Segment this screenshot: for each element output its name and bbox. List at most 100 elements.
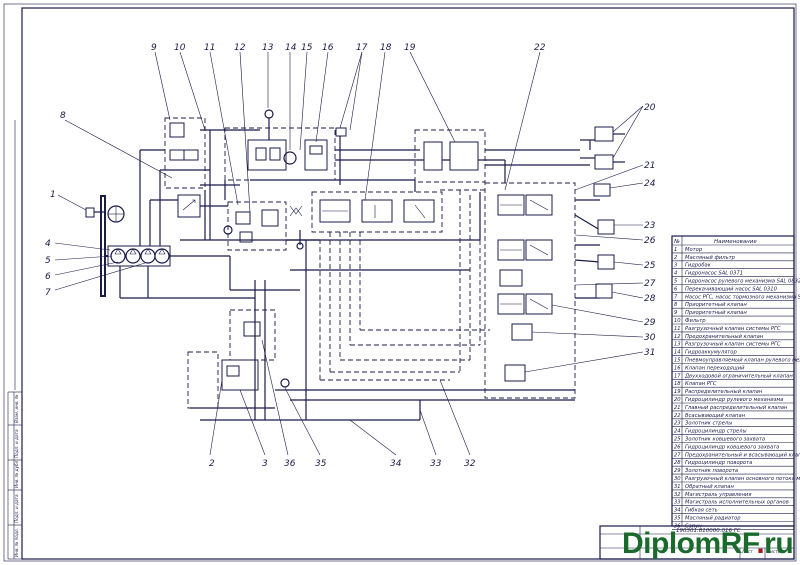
stamp-cell-5: Инв. № подл. [14,528,19,557]
tank-and-cooler [187,240,575,421]
legend-row-name: Масляный радиатор [685,516,741,522]
sheet-label: Лист [741,549,753,554]
rgs-valve-block [305,191,490,420]
legend-row-name: Клапан переходящий [685,365,745,371]
legend-row-num: 30 [674,476,681,482]
legend-row-name: Перекачивающий насос SAL 0310 [685,286,778,292]
callout-30: 30 [644,333,656,343]
leader-lines [54,51,644,456]
legend-row-num: 27 [674,452,681,458]
legend-row-name: Золотник поворота [685,468,738,474]
legend-row-num: 16 [674,365,681,371]
legend-row-num: 13 [674,342,681,348]
legend-row-name: Гидробак [685,263,712,269]
callout-6: 6 [45,272,51,282]
legend-row-num: 5 [674,279,678,285]
legend-col-name: Наименование [714,239,757,245]
callout-35: 35 [315,459,327,469]
legend-row-name: Всасывающий клапан [685,413,746,419]
callout-20: 20 [644,103,656,113]
legend-row-num: 35 [674,516,681,522]
legend-row-name: Пневмоуправляемый клапан рулевого мех. [685,358,800,364]
sheets-label: Листов [766,549,783,554]
title-block: 190301.810000.016 ГС Лист Листов [599,525,795,560]
distribution-valve [414,129,591,183]
callout-13: 13 [262,43,274,53]
steering-cylinders [580,126,625,170]
callout-32: 32 [464,459,476,469]
callout-19: 19 [404,43,416,53]
callout-4: 4 [45,239,51,249]
callout-11: 11 [204,43,215,53]
legend-row-num: 12 [674,334,681,340]
legend-row-name: Фильтр [685,318,706,324]
legend-row-name: Насос РГС, насос тормозного механизма SA… [685,294,800,300]
legend-row-num: 19 [674,389,681,395]
legend-row-num: 26 [674,444,681,450]
legend-row-name: Разгрузочный клапан системы РГС [685,342,781,348]
callout-1: 1 [50,190,56,200]
legend-row-num: 3 [674,263,677,269]
callout-17: 17 [356,43,368,53]
legend-row-name: Гидроцилиндр рулевого механизма [685,397,783,403]
legend-row-num: 1 [674,247,677,253]
legend-row-num: 7 [674,294,678,300]
legend-row-name: Гидроцилиндр ковшевого захвата [685,444,779,450]
side-stamp: Взам. инв. № Подп. и дата Инв. № дубл. П… [7,120,23,560]
stamp-cell-2: Подп. и дата [14,429,19,458]
callout-9: 9 [151,43,157,53]
legend-row-num: 23 [674,421,681,427]
legend-row-num: 25 [674,437,681,443]
callout-25: 25 [644,261,656,271]
legend-row-name: Главный распределительный клапан [685,405,788,411]
legend-row-name: Гидронасос рулевого механизма SAL 0832 [685,279,800,285]
callout-14: 14 [285,43,297,53]
callout-18: 18 [380,43,392,53]
priority-valves [139,117,260,246]
trunk-lines [180,179,481,291]
callout-29: 29 [644,318,656,328]
callout-12: 12 [234,43,246,53]
watermark-logo: DiplomRF.ru [622,527,794,560]
legend-row-name: Золотник ковшевого захвата [685,437,765,443]
legend-row-name: Гидроцилиндр стрелы [685,429,747,435]
legend-row-num: 10 [674,318,681,324]
legend-row-name: Двухходовой ограничительный клапан [684,373,793,379]
callout-8: 8 [60,111,66,121]
legend-row-num: 4 [674,271,677,277]
legend-row-name: Клапан РГС [685,381,717,387]
outer-frame [3,3,797,562]
stamp-cell-4: Подп. и дата [14,494,19,523]
legend-row-name: Разгрузочный клапан системы РГС [685,326,781,332]
legend-row-name: Приоритетный клапан [685,310,747,316]
callout-16: 16 [322,43,334,53]
legend-row-num: 21 [674,405,681,411]
legend-row-name: Обратный клапан [685,484,734,490]
callout-27: 27 [644,279,656,289]
legend-row-num: 15 [674,358,681,364]
legend-row-num: 18 [674,381,681,387]
legend-row-num: 29 [674,468,681,474]
legend-row-num: 14 [674,350,681,356]
callout-5: 5 [45,256,51,266]
legend-row-num: 24 [674,429,681,435]
callout-15: 15 [301,43,313,53]
legend-row-num: 34 [674,508,681,514]
callout-36: 36 [284,459,296,469]
callout-7: 7 [45,288,51,298]
legend-row-name: Магистраль управления [685,492,752,498]
legend-row-name: Магистраль исполнительных органов [685,500,789,506]
callout-33: 33 [430,459,442,469]
legend-row-num: 22 [674,413,681,419]
legend-row-name: Разгрузочный клапан основного потока мас… [685,476,800,482]
legend-row-name: Гидроаккумулятор [685,350,737,356]
legend-row-name: Предохранительный и всасывающий клапан [685,452,800,458]
callout-31: 31 [644,348,655,358]
legend-row-name: Гидронасос SAL 0371 [685,271,743,277]
callout-2: 2 [209,459,215,469]
callout-22: 22 [534,43,546,53]
legend-row-num: 28 [674,460,681,466]
central-manifold [223,109,505,251]
